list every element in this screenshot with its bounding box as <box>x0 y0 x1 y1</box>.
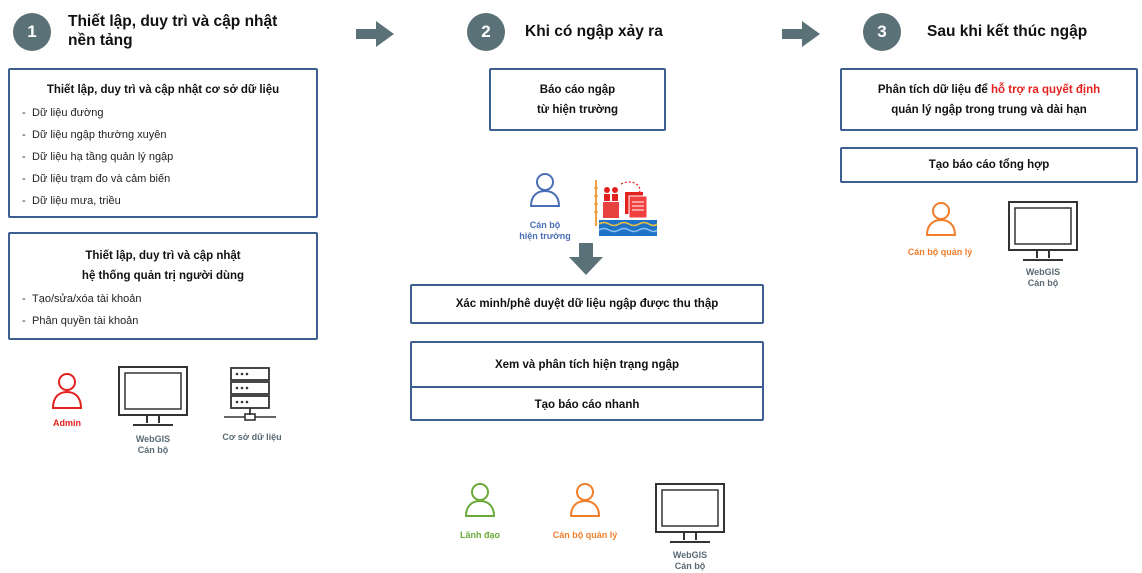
webgis-label-line2: Cán bộ <box>674 561 706 571</box>
step-1-number: 1 <box>27 22 37 41</box>
quick-report-row: Tạo báo cáo nhanh <box>412 388 762 421</box>
webgis-label: WebGIS Cán bộ <box>655 550 725 572</box>
webgis-label: WebGIS Cán bộ <box>1008 267 1078 289</box>
field-report-line1: Báo cáo ngập <box>539 83 616 96</box>
list-item: Dữ liệu trạm đo và cảm biến <box>22 168 304 190</box>
list-item: Dữ liệu đường <box>22 102 304 124</box>
arrow-right-icon <box>782 21 820 47</box>
user-management-list: Tạo/sửa/xóa tài khoản Phân quyền tài kho… <box>22 288 304 332</box>
arrow-down-icon <box>569 243 603 275</box>
user-management-title-line2: hệ thống quản trị người dùng <box>81 270 245 282</box>
manager-label: Cán bộ quản lý <box>552 530 618 540</box>
arrow-right-icon <box>356 21 394 47</box>
manager-user-icon <box>925 202 957 236</box>
webgis-label-line1: WebGIS <box>135 434 171 444</box>
database-list: Dữ liệu đường Dữ liệu ngập thường xuyên … <box>22 102 304 212</box>
step-2-title: Khi có ngập xảy ra <box>525 23 663 40</box>
list-item: Dữ liệu mưa, triều <box>22 190 304 212</box>
field-report-line2: từ hiện trường <box>536 103 619 116</box>
admin-user-icon <box>51 373 83 409</box>
verify-data-box: Xác minh/phê duyệt dữ liệu ngập được thu… <box>410 284 764 324</box>
flood-report-icon <box>594 180 658 236</box>
verify-data-label: Xác minh/phê duyệt dữ liệu ngập được thu… <box>455 298 719 310</box>
list-item: Phân quyền tài khoản <box>22 310 304 332</box>
step-1-circle: 1 <box>13 13 51 51</box>
step-1-title-line2: nền tảng <box>68 32 133 49</box>
list-item: Dữ liệu hạ tầng quản lý ngập <box>22 146 304 168</box>
leader-user-icon <box>464 483 496 517</box>
admin-label: Admin <box>53 418 81 428</box>
user-management-title-line1: Thiết lập, duy trì và cập nhật <box>85 250 241 262</box>
webgis-label-line2: Cán bộ <box>137 445 169 455</box>
step-3-number: 3 <box>877 22 887 41</box>
manager-label: Cán bộ quản lý <box>907 247 973 257</box>
field-report-box: Báo cáo ngập từ hiện trường <box>489 68 666 131</box>
user-management-box: Thiết lập, duy trì và cập nhật hệ thống … <box>8 232 318 340</box>
view-analysis-row: Xem và phân tích hiện trạng ngập <box>412 343 762 388</box>
monitor-icon <box>655 483 725 543</box>
step-1-title: Thiết lập, duy trì và cập nhật nền tảng <box>68 12 328 50</box>
database-setup-box: Thiết lập, duy trì và cập nhật cơ sở dữ … <box>8 68 318 218</box>
webgis-label: WebGIS Cán bộ <box>118 434 188 456</box>
leader-label: Lãnh đạo <box>460 530 500 540</box>
quick-report-label: Tạo báo cáo nhanh <box>534 398 640 411</box>
step-2-number: 2 <box>481 22 491 41</box>
decision-support-highlight: hỗ trợ ra quyết định <box>991 83 1101 96</box>
webgis-label-line1: WebGIS <box>1025 267 1061 277</box>
manager-user-icon <box>569 483 601 517</box>
decision-support-box: Phân tích dữ liệu để hỗ trợ ra quyết địn… <box>840 68 1138 131</box>
field-officer-label-line2: hiện trường <box>519 231 571 241</box>
webgis-label-line1: WebGIS <box>672 550 708 560</box>
database-server-icon <box>224 367 276 421</box>
list-item: Tạo/sửa/xóa tài khoản <box>22 288 304 310</box>
monitor-icon <box>1008 201 1078 261</box>
decision-support-line1: Phân tích dữ liệu để hỗ trợ ra quyết địn… <box>878 80 1100 100</box>
step-2-circle: 2 <box>467 13 505 51</box>
decision-support-prefix: Phân tích dữ liệu để <box>877 83 991 96</box>
monitor-icon <box>118 366 188 426</box>
list-item: Dữ liệu ngập thường xuyên <box>22 124 304 146</box>
summary-report-label: Tạo báo cáo tổng hợp <box>928 159 1050 171</box>
field-officer-label: Cán bộ hiện trường <box>500 220 590 242</box>
field-officer-icon <box>529 173 561 207</box>
step-1-title-line1: Thiết lập, duy trì và cập nhật <box>68 13 278 30</box>
summary-report-box: Tạo báo cáo tổng hợp <box>840 147 1138 183</box>
analysis-group-box: Xem và phân tích hiện trạng ngập Tạo báo… <box>410 341 764 421</box>
step-3-circle: 3 <box>863 13 901 51</box>
database-setup-title: Thiết lập, duy trì và cập nhật cơ sở dữ … <box>46 84 280 96</box>
step-3-title: Sau khi kết thúc ngập <box>927 23 1088 40</box>
database-label: Cơ sở dữ liệu <box>222 432 282 442</box>
webgis-label-line2: Cán bộ <box>1027 278 1059 288</box>
field-officer-label-line1: Cán bộ <box>529 220 561 230</box>
decision-support-line2: quản lý ngập trong trung và dài hạn <box>891 103 1087 116</box>
view-analysis-label: Xem và phân tích hiện trạng ngập <box>494 358 680 371</box>
